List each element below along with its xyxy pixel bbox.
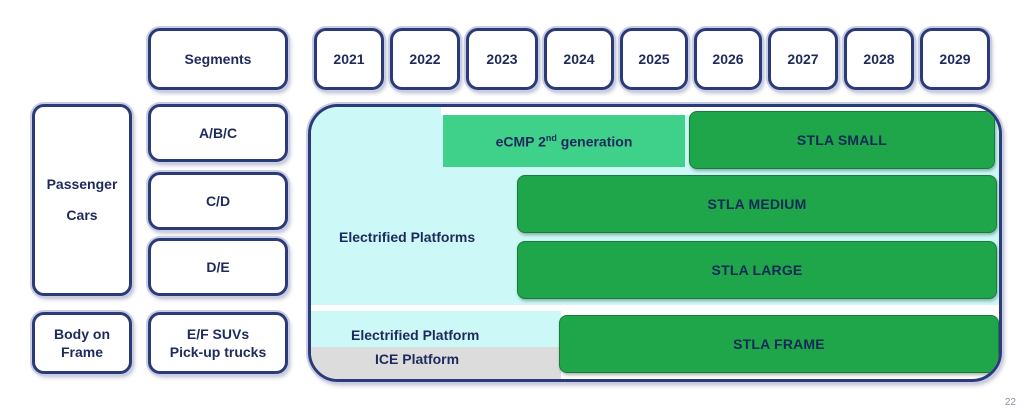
- year-2022: 2022: [390, 28, 460, 90]
- year-2027: 2027: [768, 28, 838, 90]
- year-2026: 2026: [694, 28, 762, 90]
- segment-de: D/E: [148, 238, 288, 296]
- year-2028: 2028: [844, 28, 914, 90]
- stla-medium-bar: STLA MEDIUM: [517, 175, 997, 233]
- electrified-platforms-label: Electrified Platforms: [339, 229, 476, 245]
- year-2029: 2029: [920, 28, 990, 90]
- stla-frame-bar: STLA FRAME: [559, 315, 999, 373]
- platform-timeline: Electrified Platforms Electrified Platfo…: [308, 104, 1002, 382]
- year-2021: 2021: [314, 28, 384, 90]
- category-passenger-cars: Passenger Cars: [32, 104, 132, 296]
- page-number: 22: [1004, 397, 1016, 408]
- year-2024: 2024: [544, 28, 614, 90]
- ecmp-label: eCMP 2nd generation: [495, 132, 633, 150]
- stla-small-bar: STLA SMALL: [689, 111, 995, 169]
- segments-header-label: Segments: [184, 50, 252, 67]
- category-body-on-frame: Body on Frame: [32, 312, 132, 374]
- electrified-platform-zone: Electrified Platform: [311, 311, 561, 347]
- year-2023: 2023: [466, 28, 538, 90]
- segment-cd: C/D: [148, 172, 288, 230]
- ice-platform-label: ICE Platform: [375, 351, 460, 367]
- category-body-on-frame-label: Body on Frame: [54, 325, 110, 360]
- category-passenger-cars-label: Passenger Cars: [46, 176, 118, 223]
- segment-abc: A/B/C: [148, 104, 288, 162]
- ecmp-2nd-generation-bar: eCMP 2nd generation: [443, 115, 685, 167]
- ice-platform-zone: ICE Platform: [311, 347, 561, 379]
- stla-large-bar: STLA LARGE: [517, 241, 997, 299]
- segment-ef-suvs-pickups: E/F SUVs Pick-up trucks: [148, 312, 288, 374]
- electrified-platform-label: Electrified Platform: [351, 327, 480, 343]
- year-2025: 2025: [620, 28, 688, 90]
- zone-separator: [311, 305, 999, 311]
- segments-header: Segments: [148, 28, 288, 90]
